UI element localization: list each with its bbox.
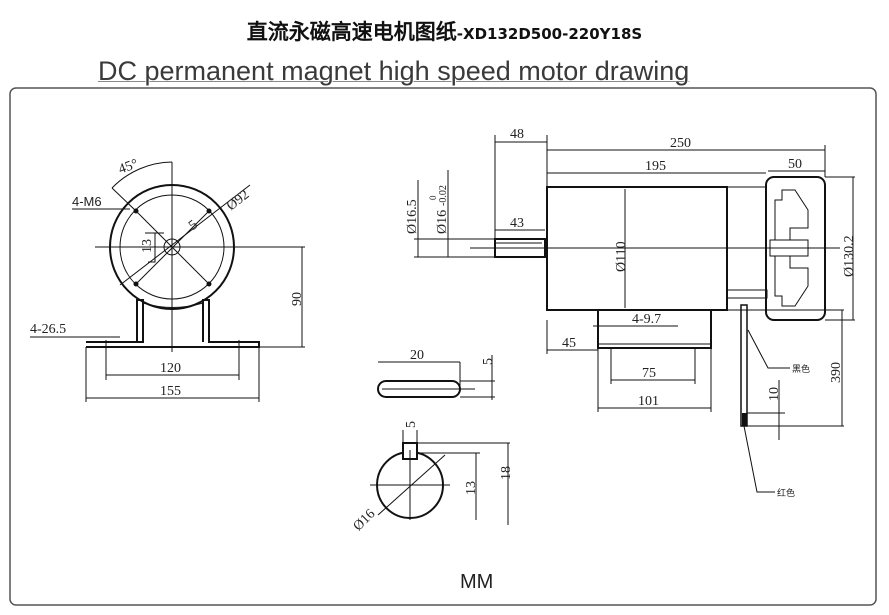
foot-hole-spacing-label: 75 [642,366,656,381]
shaft-dia-b-label: Ø16 [435,210,450,234]
body-dia-label: Ø110 [614,241,629,272]
total-length-label: 250 [670,136,691,151]
flange-dia-label: Ø92 [224,187,252,214]
front-view: 45° 4-M6 Ø92 5 13 4-26.5 90 120 155 [30,157,305,402]
shaft-length-label: 48 [510,127,524,142]
title-model-code: -XD132D500-220Y18S [456,25,643,43]
foot-holes-label: 4-9.7 [632,312,661,327]
drawing-frame [9,87,877,606]
lead-length-label: 390 [829,362,844,383]
title-cn: 直流永磁高速电机图纸 [246,20,457,44]
section-depth-13-label: 13 [464,481,479,495]
tolerance-upper: 0 [428,195,438,200]
key-view-width-label: 5 [481,358,496,365]
drawing-subtitle: DC permanent magnet high speed motor dra… [98,56,690,86]
lead-wire [740,304,748,427]
key-view-length-label: 20 [410,348,424,363]
fan-length-label: 50 [788,157,802,172]
shaft-dia-a-label: Ø16.5 [405,199,420,234]
foot-length-label: 101 [638,394,659,409]
section-depth-18-label: 18 [499,466,514,480]
lead-strip-label: 10 [767,387,782,401]
section-key-width-label: 5 [404,421,419,428]
hole-spacing-label: 120 [160,361,181,376]
black-wire-label: 黑色 [792,363,810,375]
center-height-label: 90 [290,292,305,306]
key-view: 20 5 [377,348,496,400]
fan-dia-label: Ø130.2 [842,235,857,277]
unit-label: MM [460,571,493,593]
body-length-label: 195 [645,159,666,174]
foot-offset-label: 45 [562,336,576,351]
key-length-label: 43 [510,216,524,231]
mounting-foot [597,310,712,349]
key-depth-label: 13 [140,239,155,253]
shaft [494,238,546,258]
shaft-section: 5 13 18 Ø16 [351,421,514,534]
angle-label: 45° [117,157,141,178]
tolerance-lower: -0.02 [438,185,449,206]
foot-slots-label: 4-26.5 [30,322,66,337]
bolt-holes-label: 4-M6 [72,194,102,209]
section-dia-label: Ø16 [351,507,379,535]
fan-cover [765,176,826,321]
foot-width-label: 155 [160,384,181,399]
drawing-title: 直流永磁高速电机图纸-XD132D500-220Y18S [0,16,889,46]
motor-body [546,186,728,311]
side-view: 48 250 195 50 43 Ø16.5 Ø16 -0.02 0 Ø110 … [405,127,857,499]
red-wire-label: 红色 [777,487,795,499]
